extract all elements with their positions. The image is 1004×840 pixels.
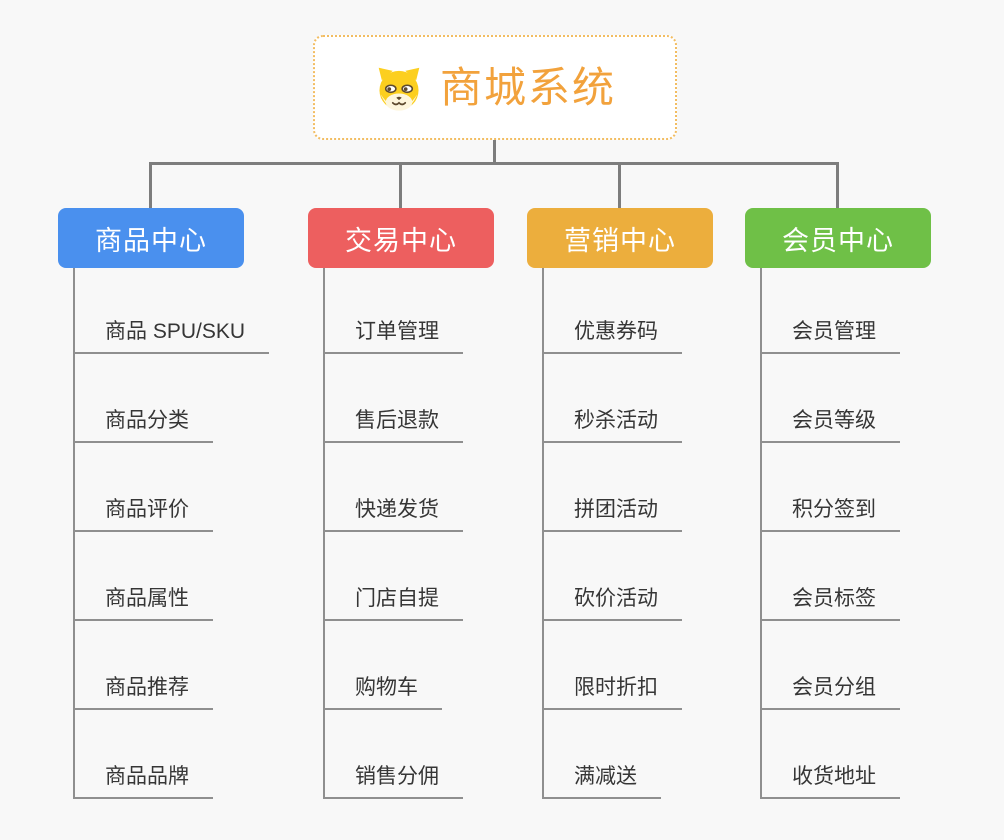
child-topic[interactable]: 会员管理	[762, 318, 900, 354]
child-topic[interactable]: 快递发货	[325, 496, 463, 532]
child-topic[interactable]: 商品属性	[75, 585, 213, 621]
branch-column-marketing-center: 优惠券码 秒杀活动 拼团活动 砍价活动 限时折扣 满减送	[542, 268, 682, 799]
child-topic[interactable]: 商品推荐	[75, 674, 213, 710]
child-topic[interactable]: 商品品牌	[75, 763, 213, 799]
child-topic[interactable]: 会员标签	[762, 585, 900, 621]
branch-header-product-center[interactable]: 商品中心	[58, 208, 244, 268]
branch-header-marketing-center[interactable]: 营销中心	[527, 208, 713, 268]
branch-column-product-center: 商品 SPU/SKU 商品分类 商品评价 商品属性 商品推荐 商品品牌	[73, 268, 270, 799]
branch-column-trade-center: 订单管理 售后退款 快递发货 门店自提 购物车 销售分佣	[323, 268, 463, 799]
child-topic[interactable]: 收货地址	[762, 763, 900, 799]
child-topic[interactable]: 积分签到	[762, 496, 900, 532]
child-topic[interactable]: 拼团活动	[544, 496, 682, 532]
child-topic[interactable]: 秒杀活动	[544, 407, 682, 443]
child-topic[interactable]: 会员分组	[762, 674, 900, 710]
child-topic[interactable]: 购物车	[325, 674, 442, 710]
connector-drop-members	[836, 162, 839, 209]
child-topic[interactable]: 砍价活动	[544, 585, 682, 621]
child-topic[interactable]: 订单管理	[325, 318, 463, 354]
dog-face-icon	[378, 67, 420, 111]
child-topic[interactable]: 限时折扣	[544, 674, 682, 710]
connector-bus	[149, 162, 839, 165]
root-node[interactable]: 商城系统	[313, 35, 677, 140]
child-topic[interactable]: 商品分类	[75, 407, 213, 443]
connector-drop-marketing	[618, 162, 621, 209]
root-title: 商城系统	[439, 63, 616, 111]
connector-root-stem	[493, 140, 496, 163]
branch-header-member-center[interactable]: 会员中心	[745, 208, 931, 268]
child-topic[interactable]: 售后退款	[325, 407, 463, 443]
child-topic[interactable]: 销售分佣	[325, 763, 463, 799]
child-topic[interactable]: 商品评价	[75, 496, 213, 532]
connector-drop-trade	[399, 162, 402, 209]
child-topic[interactable]: 满减送	[544, 763, 661, 799]
child-topic[interactable]: 商品 SPU/SKU	[75, 318, 270, 354]
child-topic[interactable]: 门店自提	[325, 585, 463, 621]
child-topic[interactable]: 会员等级	[762, 407, 900, 443]
branch-column-member-center: 会员管理 会员等级 积分签到 会员标签 会员分组 收货地址	[760, 268, 900, 799]
connector-drop-products	[149, 162, 152, 209]
child-topic[interactable]: 优惠券码	[544, 318, 682, 354]
branch-header-trade-center[interactable]: 交易中心	[308, 208, 494, 268]
